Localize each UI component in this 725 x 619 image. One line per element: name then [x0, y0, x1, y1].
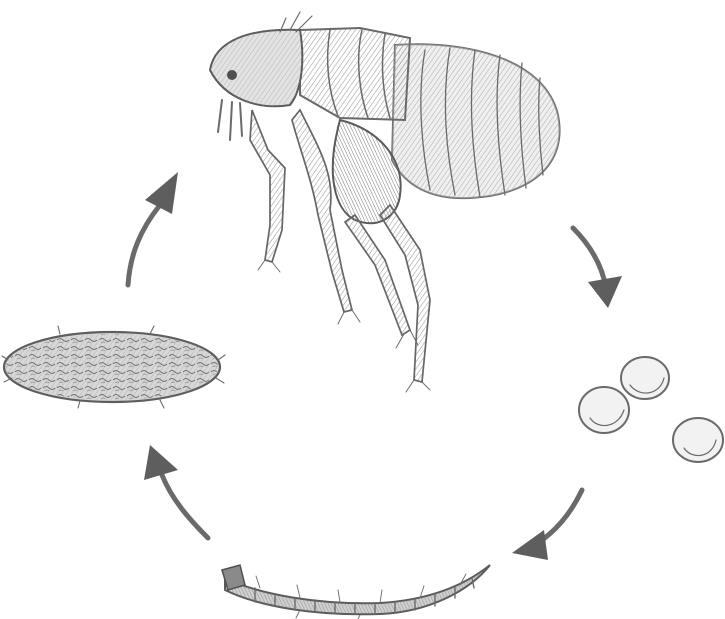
arrow-icon [128, 172, 178, 285]
egg-icon [579, 387, 629, 433]
arrow-icon [144, 445, 208, 538]
cocoon-icon [2, 326, 225, 408]
egg-icon [673, 418, 723, 462]
adult-flea-icon [210, 12, 560, 392]
arrow-icon [573, 228, 622, 308]
larva-icon [222, 565, 490, 619]
eggs-group [579, 357, 723, 462]
arrow-icon [512, 490, 582, 560]
egg-icon [621, 357, 669, 399]
